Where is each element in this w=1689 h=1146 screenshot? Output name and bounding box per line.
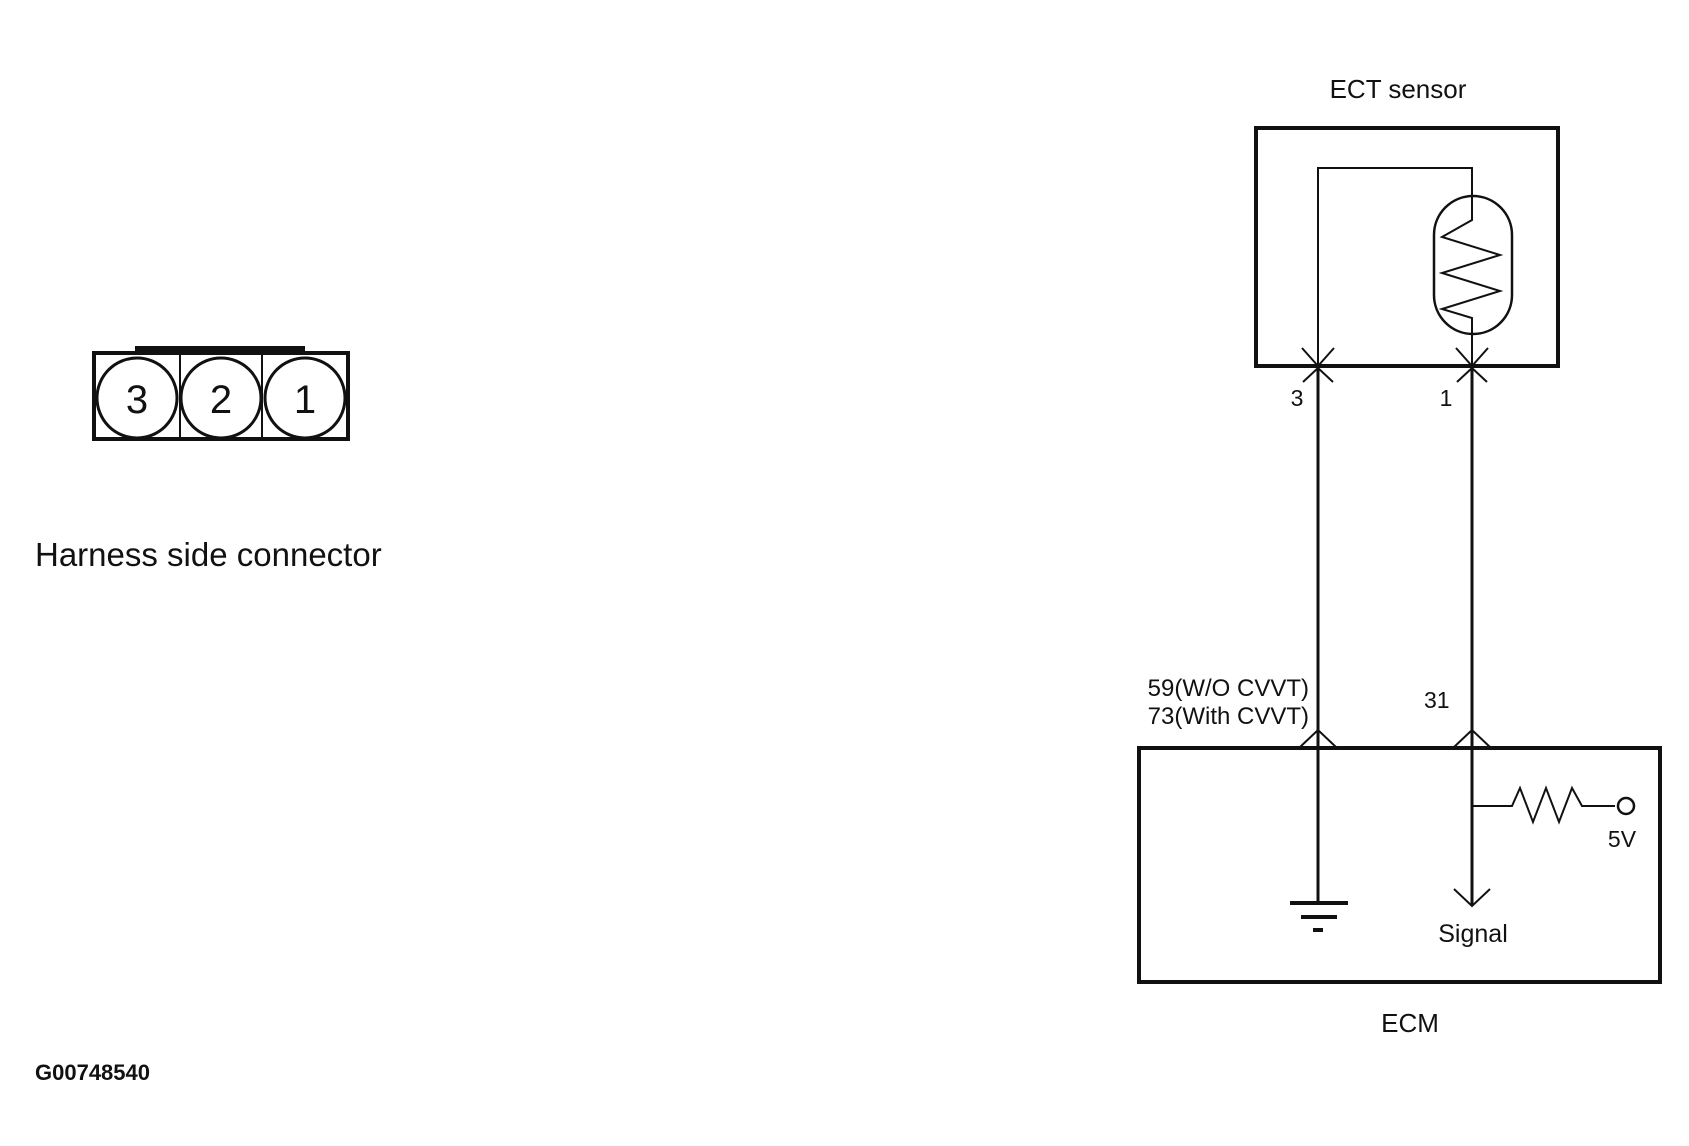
connector-pin-3: 3 — [95, 356, 179, 440]
pin-number: 1 — [294, 378, 316, 422]
ecm-terminal-caret — [1452, 728, 1492, 749]
connector-latch — [135, 346, 305, 354]
sensor-pin-label-right: 1 — [1440, 385, 1453, 411]
sensor-box — [1254, 126, 1560, 368]
ground-icon — [1290, 901, 1348, 932]
signal-label: Signal — [1438, 920, 1508, 948]
harness-connector: 3 2 1 Harness side connector — [35, 346, 382, 573]
ecm-pin-label-right: 31 — [1424, 687, 1450, 713]
ecm-terminal-caret — [1298, 728, 1338, 749]
connector-pin-1: 1 — [263, 356, 347, 440]
ecm-box — [1137, 746, 1662, 984]
pullup-resistor-icon — [1472, 785, 1636, 825]
ecm-title: ECM — [1381, 1008, 1439, 1038]
figure-id: G00748540 — [35, 1060, 150, 1085]
sensor-pin-label-left: 3 — [1291, 385, 1304, 411]
ecm-pin-label-left-line1: 59(W/O CVVT) — [1148, 675, 1309, 702]
ect-sensor: ECT sensor 3 1 — [1254, 74, 1560, 411]
pin-number: 2 — [210, 378, 232, 422]
sensor-title: ECT sensor — [1330, 74, 1467, 104]
connector-caption: Harness side connector — [35, 536, 382, 573]
thermistor-icon — [1432, 194, 1514, 366]
sensor-internal-wire — [1317, 167, 1473, 366]
supply-voltage-label: 5V — [1608, 826, 1637, 852]
connector-pin-2: 2 — [179, 356, 263, 440]
ecm: 59(W/O CVVT) 73(With CVVT) 31 Signal 5V … — [1137, 675, 1662, 1038]
ecm-pin-label-left-line2: 73(With CVVT) — [1148, 703, 1309, 730]
signal-arrow-icon — [1453, 888, 1491, 908]
pin-number: 3 — [126, 378, 148, 422]
